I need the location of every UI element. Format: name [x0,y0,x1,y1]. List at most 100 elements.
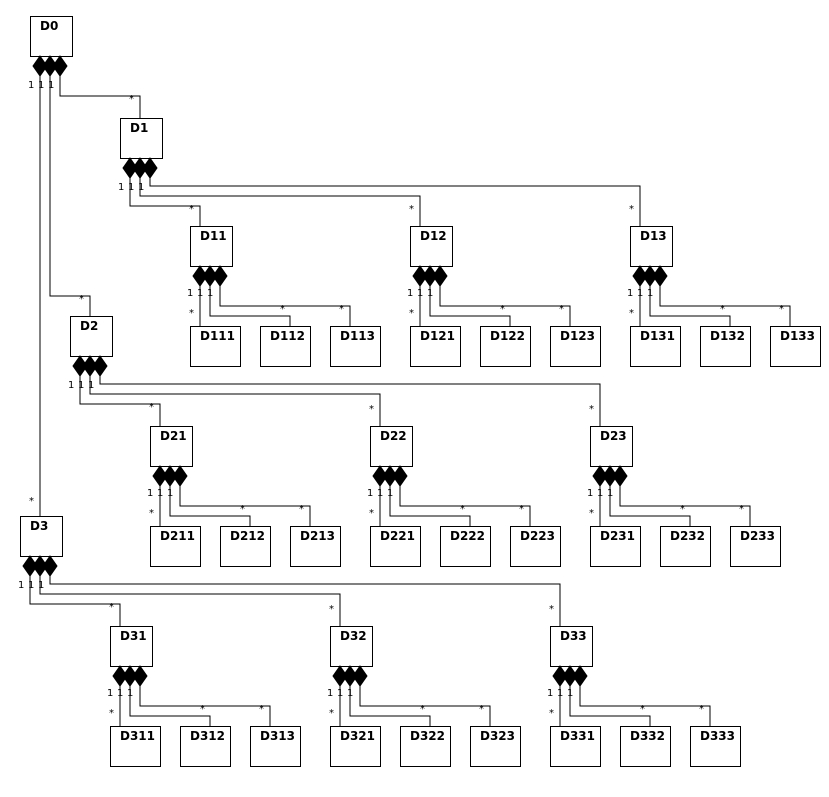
class-name: D0 [40,19,58,33]
connector [49,576,561,626]
multiplicity-many: * [779,304,784,315]
class-box-d21[interactable]: D21 [150,426,193,467]
multiplicity-one: 1 [138,182,144,193]
class-name: D211 [160,529,195,543]
composition-diamond [422,265,438,287]
class-box-d112[interactable]: D112 [260,326,311,367]
class-box-d231[interactable]: D231 [590,526,641,567]
class-name: D3 [30,519,48,533]
class-box-d13[interactable]: D13 [630,226,673,267]
connector-lines [29,76,791,726]
multiplicity-many: * [720,304,725,315]
connector [99,376,601,426]
multiplicity-one: 1 [157,488,163,499]
class-box-d213[interactable]: D213 [290,526,341,567]
box-frame [550,326,601,367]
class-box-d313[interactable]: D313 [250,726,301,767]
box-frame [190,226,233,267]
class-box-d131[interactable]: D131 [630,326,681,367]
class-name: D11 [200,229,227,243]
class-name: D31 [120,629,147,643]
multiplicity-one: 1 [637,288,643,299]
class-box-d11[interactable]: D11 [190,226,233,267]
composition-diamond [162,465,178,487]
box-frame [370,426,413,467]
box-frame [330,726,381,767]
class-box-d0[interactable]: D0 [30,16,73,57]
class-box-d113[interactable]: D113 [330,326,381,367]
multiplicity-many: * [109,708,114,719]
class-box-d121[interactable]: D121 [410,326,461,367]
connector [139,686,271,726]
multiplicity-many: * [259,704,264,715]
class-box-d321[interactable]: D321 [330,726,381,767]
connector [569,686,651,726]
connector-d0-d2 [49,76,91,316]
connector [609,486,691,526]
multiplicity-one: 1 [48,80,54,91]
multiplicity-one: 1 [117,688,123,699]
class-box-d1[interactable]: D1 [120,118,163,159]
box-frame [470,726,521,767]
class-box-d133[interactable]: D133 [770,326,821,367]
class-name: D212 [230,529,265,543]
class-box-d221[interactable]: D221 [370,526,421,567]
class-box-d323[interactable]: D323 [470,726,521,767]
class-box-d332[interactable]: D332 [620,726,671,767]
composition-diamond [22,555,38,577]
class-box-d223[interactable]: D223 [510,526,561,567]
composition-diamond [122,665,138,687]
class-box-d322[interactable]: D322 [400,726,451,767]
box-frame [70,316,113,357]
class-box-d123[interactable]: D123 [550,326,601,367]
connector [399,486,531,526]
composition-diamond [42,555,58,577]
class-box-d23[interactable]: D23 [590,426,633,467]
class-box-d331[interactable]: D331 [550,726,601,767]
composition-diamond [122,157,138,179]
class-box-d211[interactable]: D211 [150,526,201,567]
composition-diamond [152,465,168,487]
class-box-d22[interactable]: D22 [370,426,413,467]
class-box-d132[interactable]: D132 [700,326,751,367]
class-box-d233[interactable]: D233 [730,526,781,567]
multiplicity-many: * [29,496,34,507]
class-box-d222[interactable]: D222 [440,526,491,567]
class-box-d32[interactable]: D32 [330,626,373,667]
connector [79,376,161,426]
class-box-d31[interactable]: D31 [110,626,153,667]
multiplicity-many: * [420,704,425,715]
class-box-d122[interactable]: D122 [480,326,531,367]
class-box-d3[interactable]: D3 [20,516,63,557]
class-box-d333[interactable]: D333 [690,726,741,767]
composition-diamond [602,465,618,487]
composition-diamond [652,265,668,287]
class-box-d212[interactable]: D212 [220,526,271,567]
composition-diamond [82,355,98,377]
connector-d0-d1 [59,76,141,118]
class-name: D312 [190,729,225,743]
composition-diamond [352,665,368,687]
composition-diamond [332,665,348,687]
class-box-d311[interactable]: D311 [110,726,161,767]
box-frame [690,726,741,767]
multiplicity-one: 1 [547,688,553,699]
class-box-d312[interactable]: D312 [180,726,231,767]
multiplicity-one: 1 [128,182,134,193]
box-frame [550,726,601,767]
box-frame [630,326,681,367]
composition-diamond [382,465,398,487]
multiplicity-many: * [640,704,645,715]
class-box-d12[interactable]: D12 [410,226,453,267]
connector [129,686,211,726]
class-box-d111[interactable]: D111 [190,326,241,367]
multiplicity-many: * [339,304,344,315]
multiplicity-one: 1 [28,80,34,91]
class-box-d2[interactable]: D2 [70,316,113,357]
connector [349,686,431,726]
multiplicity-many: * [500,304,505,315]
composition-diamond [92,355,108,377]
class-box-d33[interactable]: D33 [550,626,593,667]
class-box-d232[interactable]: D232 [660,526,711,567]
